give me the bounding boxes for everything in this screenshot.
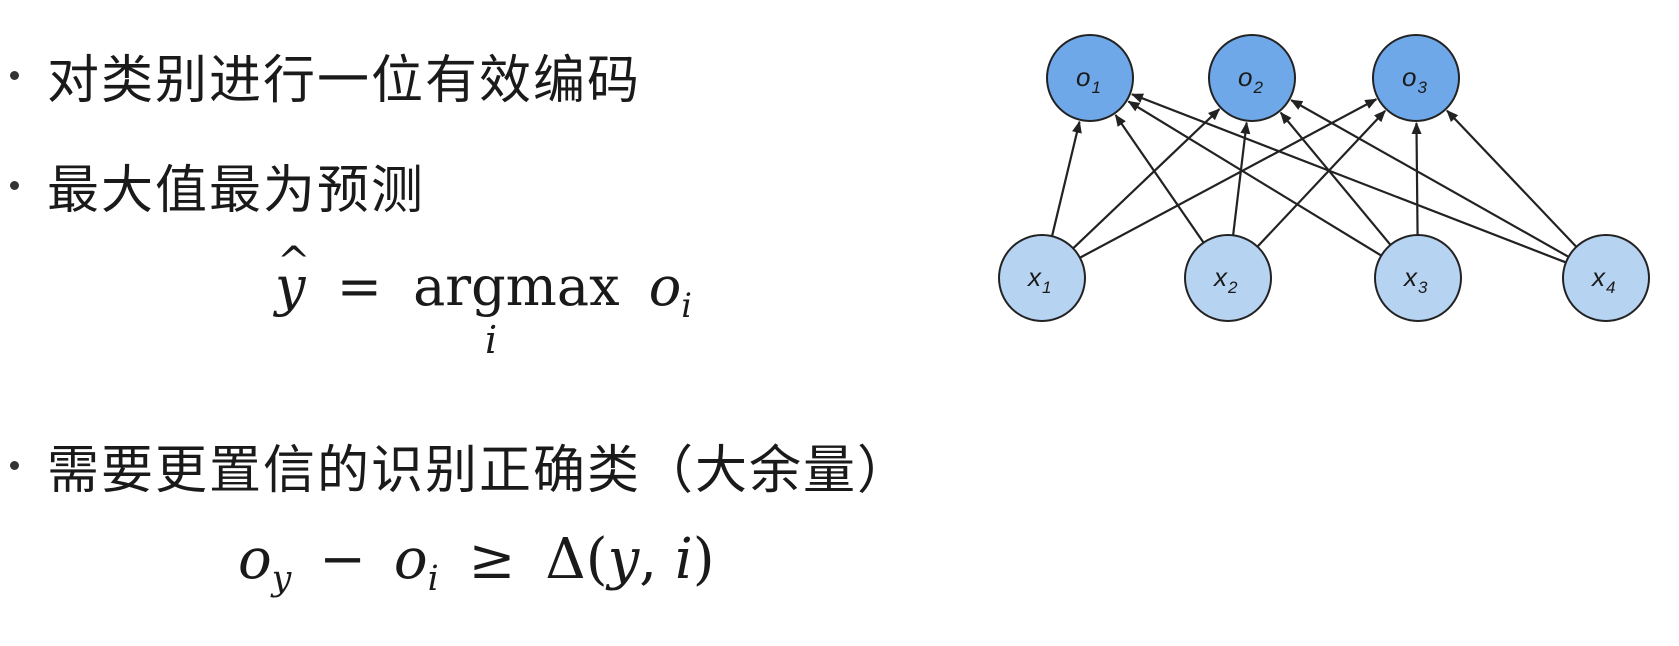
eq-symbol: y [607,527,640,592]
bullet-text: 最大值最为预测 [47,161,426,221]
input-node-circle [1184,234,1272,322]
eq-operator: argmax [413,255,620,318]
eq-symbol: o [238,527,272,592]
input-node-x1: x1 [998,234,1086,322]
output-node-o2: o2 [1208,34,1296,122]
eq-symbol: i [674,527,693,592]
edge-x2-o2 [1232,121,1251,236]
eq-symbol: = [336,255,382,318]
bullet-text: 需要更置信的识别正确类（大余量） [47,441,912,501]
edge-x1-o3 [1079,98,1378,259]
output-node-circle [1208,34,1296,122]
nodes-group: o1 o2 o3 x1 x2 x3 x4 [998,34,1650,322]
eq-symbol: Δ( [545,527,608,592]
hat-accent: ^ [277,239,311,285]
eq-symbol: ) [692,527,715,592]
input-node-circle [1562,234,1650,322]
eq-symbol: − [319,527,367,592]
output-node-label: o3 [1402,62,1427,97]
output-node-o3: o3 [1372,34,1460,122]
edge-x3-o2 [1279,111,1392,246]
edge-x4-o1 [1131,93,1567,264]
eq-symbol: , [639,527,675,592]
bullet-item: 需要更置信的识别正确类（大余量） [10,428,911,503]
input-node-label: x3 [1402,262,1428,297]
input-node-x3: x3 [1374,234,1462,322]
output-node-o1: o1 [1046,34,1134,122]
input-node-x2: x2 [1184,234,1272,322]
bullet-dot [10,461,19,470]
input-node-circle [998,234,1086,322]
input-node-x4: x4 [1562,234,1650,322]
bullet-item: 对类别进行一位有效编码 [10,38,641,113]
input-node-label: x2 [1212,262,1238,297]
edge-x3-o3 [1411,121,1422,236]
input-node-circle [1374,234,1462,322]
edge-x4-o2 [1290,99,1570,258]
eq-subscript: i [681,285,692,325]
eq-symbol: y [275,255,306,318]
input-node-label: x1 [1026,262,1051,297]
margin-equation: oy − oi ≥ Δ(y, i) [238,527,715,599]
bullet-item: 最大值最为预测 [10,148,425,223]
edge-x1-o1 [1050,120,1082,237]
bullet-dot [10,181,19,190]
eq-subscript: i [427,559,439,600]
output-node-circle [1046,34,1134,122]
bullet-dot [10,71,19,80]
input-node-label: x4 [1590,262,1615,297]
output-node-circle [1372,34,1460,122]
edge-x2-o1 [1114,114,1205,244]
edge-x3-o1 [1127,100,1382,257]
prediction-equation: ^ y = argmax oi [275,239,692,325]
bullet-text: 对类别进行一位有效编码 [47,51,642,111]
edges-group [1050,93,1578,264]
edge-x2-o3 [1256,110,1386,248]
eq-symbol: o [648,255,682,318]
output-node-label: o2 [1238,62,1263,97]
edge-x4-o3 [1446,109,1578,248]
argmax-subscript: i [485,318,498,362]
output-node-label: o1 [1076,62,1101,97]
eq-subscript: y [271,559,292,600]
eq-symbol: o [393,527,428,592]
eq-symbol: ≥ [468,527,516,592]
edge-x1-o2 [1072,108,1221,250]
